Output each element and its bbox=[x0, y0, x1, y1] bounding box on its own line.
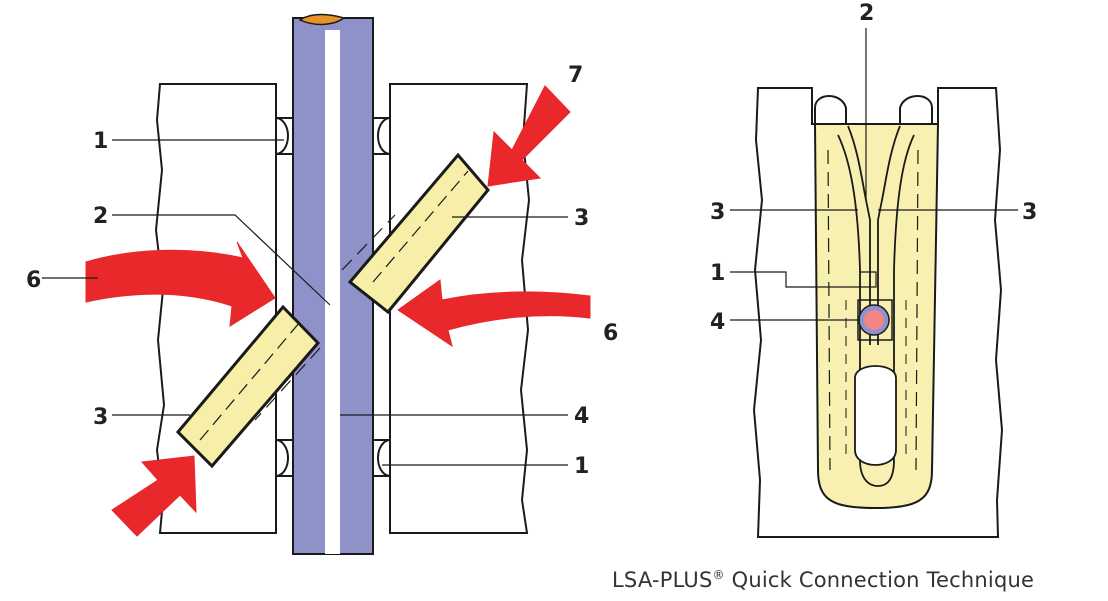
wire-tip bbox=[298, 13, 346, 26]
dashed-guide-lower bbox=[254, 347, 321, 421]
conductor-core bbox=[864, 310, 884, 330]
contact-bump-top-left bbox=[275, 117, 294, 155]
arrow-bottom bbox=[111, 455, 197, 537]
contact-bump-bottom-left bbox=[275, 439, 294, 477]
wire-highlight bbox=[325, 30, 340, 554]
caption-brand: LSA-PLUS bbox=[612, 568, 713, 592]
arrow-7 bbox=[487, 85, 571, 187]
callout-6-left: 6 bbox=[26, 268, 41, 293]
callout-1-bottom: 1 bbox=[574, 454, 589, 479]
top-cap-right bbox=[899, 95, 933, 125]
callout-3-right: 3 bbox=[574, 206, 589, 231]
contact-blade-upper bbox=[347, 152, 490, 315]
leader-2 bbox=[112, 214, 331, 306]
slot-cutout bbox=[854, 365, 897, 466]
contact-bump-top-right bbox=[372, 117, 391, 155]
figure-caption: LSA-PLUS® Quick Connection Technique bbox=[612, 568, 1034, 592]
caption-registered-mark: ® bbox=[712, 568, 725, 582]
callout-4: 4 bbox=[574, 404, 589, 429]
callout-7: 7 bbox=[568, 63, 583, 88]
arrow-6-left bbox=[85, 241, 276, 327]
contact-blade-upper-dash bbox=[372, 170, 469, 283]
left-diagram: 1 2 3 6 6 7 3 4 1 bbox=[26, 13, 618, 555]
inner-slot bbox=[837, 134, 915, 487]
callout-2: 2 bbox=[93, 204, 108, 229]
callout-6-right: 6 bbox=[603, 321, 618, 346]
dashed-left bbox=[827, 149, 831, 471]
r-callout-3-right: 3 bbox=[1022, 200, 1037, 225]
callout-1-top: 1 bbox=[93, 129, 108, 154]
right-diagram: 2 3 3 1 4 bbox=[710, 1, 1037, 538]
r-callout-2: 2 bbox=[859, 1, 874, 26]
arrow-6-right bbox=[397, 279, 591, 348]
dashed-right bbox=[915, 149, 919, 471]
caption-text: Quick Connection Technique bbox=[724, 568, 1035, 592]
contact-bump-bottom-right bbox=[372, 439, 391, 477]
dashed-guide-upper bbox=[341, 214, 396, 271]
r-callout-3-left: 3 bbox=[710, 200, 725, 225]
contact-blade-lower-dash bbox=[199, 321, 301, 441]
r-leader-1 bbox=[730, 271, 877, 288]
r-callout-1: 1 bbox=[710, 261, 725, 286]
contact-blade-lower bbox=[175, 304, 321, 469]
top-cap-left bbox=[814, 95, 847, 125]
r-callout-4: 4 bbox=[710, 310, 725, 335]
callout-3-left: 3 bbox=[93, 405, 108, 430]
